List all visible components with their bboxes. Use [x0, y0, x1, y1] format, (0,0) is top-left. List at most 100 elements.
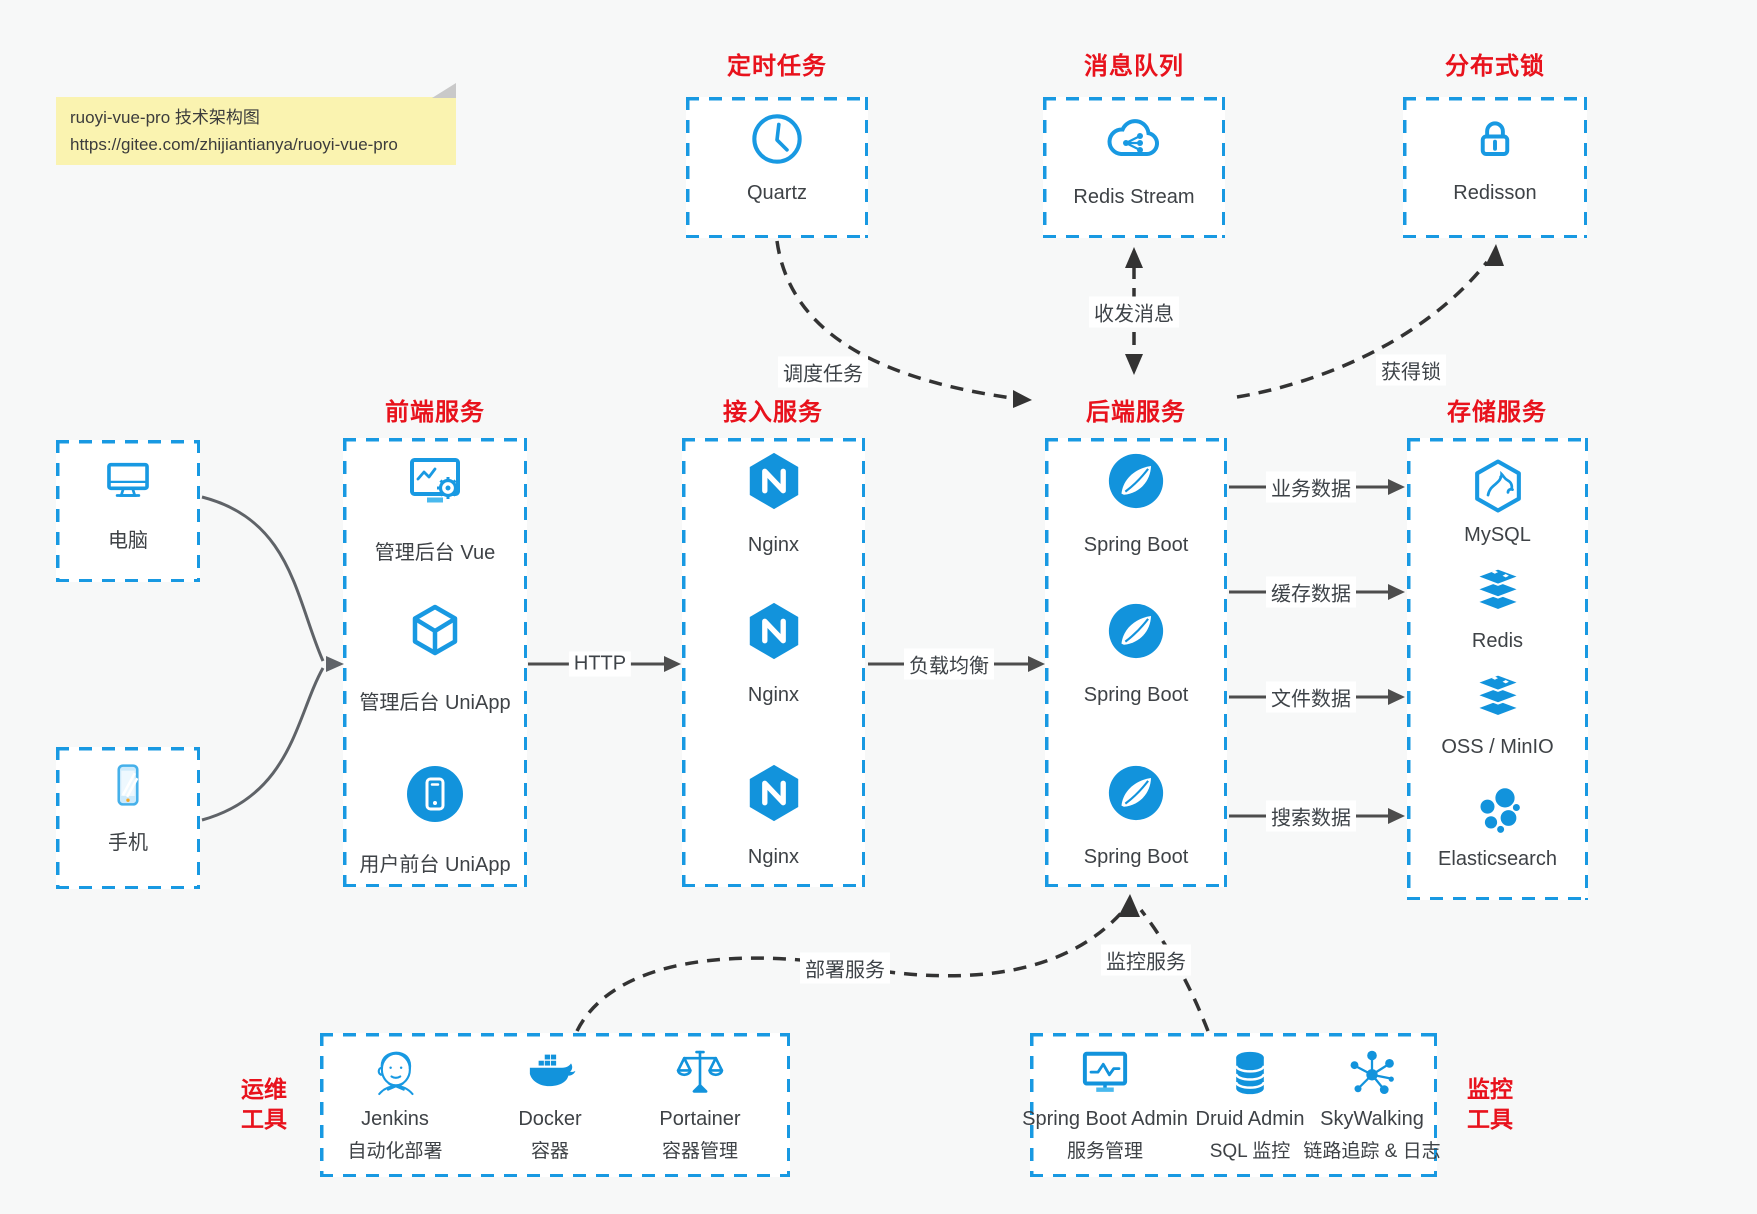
node-admin-uniapp: 管理后台 UniApp: [343, 600, 527, 715]
arrowhead-clients: [326, 656, 344, 672]
section-title-distributed-lock: 分布式锁: [1445, 53, 1545, 80]
nginx-icon: [749, 452, 798, 510]
node-elasticsearch: Elasticsearch: [1407, 783, 1588, 871]
sticky-note: ruoyi-vue-pro 技术架构图 https://gitee.com/zh…: [56, 83, 456, 165]
node-phone: 手机: [56, 758, 200, 855]
node-label: Redis: [1471, 630, 1524, 652]
section-title-backend: 后端服务: [1086, 399, 1186, 426]
node-label: Redisson: [1453, 182, 1537, 204]
tool-sub: 服务管理: [1066, 1141, 1143, 1162]
note-url: https://gitee.com/zhijiantianya/ruoyi-vu…: [70, 135, 398, 154]
node-label: 用户前台 UniApp: [359, 854, 511, 876]
clock-icon: [752, 114, 802, 164]
node-springboot-2: Spring Boot: [1045, 600, 1227, 707]
nginx-icon: [749, 764, 798, 822]
node-mysql: MySQL: [1407, 457, 1588, 547]
node-redisson: Redisson: [1403, 112, 1587, 205]
box-monitoring-tools: [1030, 1033, 1437, 1177]
node-skywalking: SkyWalking 链路追踪 & 日志: [1282, 1045, 1462, 1163]
admin-vue-icon: [410, 458, 460, 503]
edge-label-deploy: 部署服务: [800, 952, 890, 984]
nginx-icon: [749, 602, 798, 660]
tool-sub: 容器管理: [661, 1141, 738, 1162]
edge-phone-to-frontend: [201, 667, 325, 822]
node-label: Elasticsearch: [1438, 848, 1557, 870]
tool-sub: 链路追踪 & 日志: [1303, 1141, 1441, 1162]
edge-label-cache: 缓存数据: [1266, 576, 1356, 608]
spring-icon: [1108, 453, 1164, 509]
node-label: Spring Boot: [1083, 846, 1189, 868]
edge-label-schedule: 调度任务: [778, 356, 868, 388]
desktop-icon: [107, 462, 149, 497]
node-druid-admin: Druid Admin SQL 监控: [1170, 1045, 1330, 1163]
section-title-monitoring-tools: 监控 工具: [1467, 1076, 1513, 1132]
user-app-icon: [407, 766, 463, 822]
node-label: Redis Stream: [1073, 186, 1195, 208]
node-label: 管理后台 Vue: [374, 542, 496, 564]
node-redis: Redis: [1407, 563, 1588, 653]
redis-stack-icon: [1474, 673, 1521, 718]
note-title: ruoyi-vue-pro 技术架构图: [70, 108, 260, 127]
tool-name: SkyWalking: [1320, 1108, 1424, 1130]
node-jenkins: Jenkins 自动化部署: [315, 1045, 475, 1163]
spring-icon: [1108, 603, 1164, 659]
edge-label-monitor: 监控服务: [1101, 944, 1191, 976]
node-label: MySQL: [1464, 524, 1531, 546]
spring-icon: [1108, 765, 1164, 821]
node-label: 管理后台 UniApp: [359, 692, 511, 714]
section-title-storage: 存储服务: [1447, 399, 1547, 426]
elastic-icon: [1478, 786, 1522, 835]
database-icon: [1234, 1051, 1266, 1095]
lock-icon: [1480, 121, 1510, 156]
redis-stack-icon: [1474, 567, 1521, 612]
section-title-scheduled-jobs: 定时任务: [727, 53, 827, 80]
node-springboot-1: Spring Boot: [1045, 450, 1227, 557]
node-label: OSS / MinIO: [1441, 736, 1554, 758]
section-title-ops-tools: 运维 工具: [241, 1076, 287, 1132]
node-label: 电脑: [108, 530, 148, 552]
uniapp-cube-icon: [412, 604, 458, 656]
node-label: 手机: [108, 832, 148, 854]
tool-sub: 容器: [530, 1141, 569, 1162]
edge-label-http: HTTP: [568, 651, 632, 677]
node-admin-vue: 管理后台 Vue: [343, 450, 527, 565]
edge-pc-to-frontend: [201, 495, 325, 662]
tool-name: Docker: [518, 1108, 582, 1130]
node-oss-minio: OSS / MinIO: [1407, 669, 1588, 759]
tool-sub: 自动化部署: [347, 1141, 443, 1162]
node-user-uniapp: 用户前台 UniApp: [343, 762, 527, 877]
node-nginx-1: Nginx: [682, 450, 865, 557]
node-label: Quartz: [746, 182, 808, 204]
portainer-icon: [676, 1050, 724, 1093]
node-quartz: Quartz: [686, 110, 868, 205]
mysql-icon: [1474, 459, 1521, 513]
section-title-message-queue: 消息队列: [1084, 53, 1184, 80]
section-title-gateway: 接入服务: [723, 399, 823, 426]
cloud-share-icon: [1107, 119, 1159, 156]
node-springboot-3: Spring Boot: [1045, 762, 1227, 869]
node-nginx-2: Nginx: [682, 600, 865, 707]
node-label: Spring Boot: [1083, 684, 1189, 706]
edge-label-file: 文件数据: [1266, 681, 1356, 713]
node-label: Nginx: [747, 684, 800, 706]
tool-name: Jenkins: [361, 1108, 429, 1130]
edge-label-load-balance: 负载均衡: [904, 648, 994, 680]
tool-name: Spring Boot Admin: [1022, 1108, 1188, 1130]
edge-label-business: 业务数据: [1266, 471, 1356, 503]
box-scheduled-jobs: [686, 97, 868, 238]
topology-icon: [1350, 1050, 1394, 1094]
node-label: Nginx: [747, 846, 800, 868]
monitor-chart-icon: [1082, 1051, 1128, 1092]
node-nginx-3: Nginx: [682, 762, 865, 869]
mobile-icon: [117, 764, 139, 806]
tool-name: Portainer: [659, 1108, 741, 1130]
docker-icon: [529, 1054, 576, 1087]
edge-label-messages: 收发消息: [1089, 296, 1179, 328]
node-pc: 电脑: [56, 452, 200, 553]
node-docker: Docker 容器: [470, 1045, 630, 1163]
node-spring-boot-admin: Spring Boot Admin 服务管理: [1015, 1045, 1195, 1163]
node-label: Spring Boot: [1083, 534, 1189, 556]
node-redis-stream: Redis Stream: [1043, 108, 1225, 209]
tool-sub: SQL 监控: [1209, 1141, 1291, 1162]
